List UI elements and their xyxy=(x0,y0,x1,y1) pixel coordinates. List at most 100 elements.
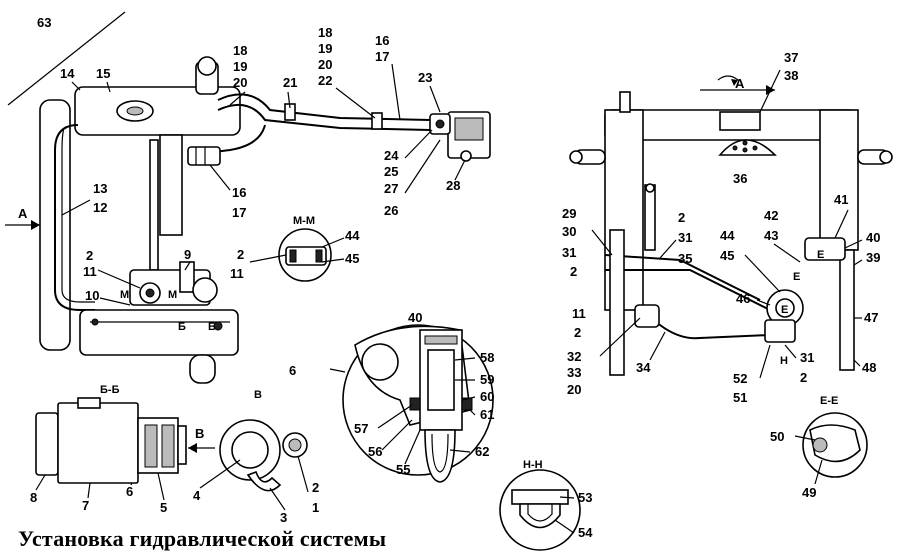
marker-m2: М xyxy=(168,289,177,301)
callout-30: 30 xyxy=(562,224,576,239)
callout-62: 62 xyxy=(475,444,489,459)
callout-1: 1 xyxy=(312,500,319,515)
callout-45b: 45 xyxy=(720,248,734,263)
callout-20b: 20 xyxy=(318,57,332,72)
marker-n1: Н xyxy=(780,355,788,367)
callout-52: 52 xyxy=(733,371,747,386)
callout-27: 27 xyxy=(384,181,398,196)
callout-31a: 31 xyxy=(562,245,576,260)
callout-44b: 44 xyxy=(720,228,735,243)
callout-14: 14 xyxy=(60,66,75,81)
callout-10: 10 xyxy=(85,288,99,303)
callout-2f: 2 xyxy=(574,325,581,340)
callout-18a: 18 xyxy=(233,43,247,58)
callout-54: 54 xyxy=(578,525,593,540)
callout-9: 9 xyxy=(184,247,191,262)
callout-17a: 17 xyxy=(375,49,389,64)
callout-38: 38 xyxy=(784,68,798,83)
section-v-label: В xyxy=(254,389,262,401)
callout-6b: 6 xyxy=(126,484,133,499)
callout-13: 13 xyxy=(93,181,107,196)
callout-20c: 20 xyxy=(567,382,581,397)
callout-51: 51 xyxy=(733,390,747,405)
callout-36: 36 xyxy=(733,171,747,186)
callout-19a: 19 xyxy=(233,59,247,74)
callout-37: 37 xyxy=(784,50,798,65)
callout-41: 41 xyxy=(834,192,848,207)
section-bb-detail xyxy=(35,397,215,484)
callout-28: 28 xyxy=(446,178,460,193)
cylinder-detail xyxy=(342,324,494,483)
marker-e2: Е xyxy=(793,271,800,283)
callout-2a: 2 xyxy=(86,248,93,263)
section-nn-detail xyxy=(499,469,581,551)
callout-4: 4 xyxy=(193,488,201,503)
marker-b1: Б xyxy=(178,321,186,333)
section-mm-detail xyxy=(278,228,345,282)
callout-47: 47 xyxy=(864,310,878,325)
callout-16a: 16 xyxy=(375,33,389,48)
section-ee-label: Е-Е xyxy=(820,395,838,407)
callout-45a: 45 xyxy=(345,251,359,266)
leader-lines xyxy=(35,63,863,534)
callout-2d: 2 xyxy=(570,264,577,279)
callout-56: 56 xyxy=(368,444,382,459)
marker-e1: Е xyxy=(817,249,824,261)
callout-6a: 6 xyxy=(289,363,296,378)
callout-58: 58 xyxy=(480,350,494,365)
callout-3: 3 xyxy=(280,510,287,525)
callout-16b: 16 xyxy=(232,185,246,200)
callout-34: 34 xyxy=(636,360,651,375)
callout-8: 8 xyxy=(30,490,37,505)
callout-2e: 2 xyxy=(678,210,685,225)
callout-labels: 63 14 15 18 19 20 21 18 19 20 22 16 17 2… xyxy=(18,15,880,540)
callout-48: 48 xyxy=(862,360,876,375)
callout-44a: 44 xyxy=(345,228,360,243)
arrow-a-top-label: А xyxy=(735,76,745,91)
callout-20a: 20 xyxy=(233,75,247,90)
callout-59: 59 xyxy=(480,372,494,387)
callout-2g: 2 xyxy=(800,370,807,385)
callout-40a: 40 xyxy=(408,310,422,325)
arrow-v-label: В xyxy=(195,426,204,441)
section-mm-label: М-М xyxy=(293,215,315,227)
left-assembly xyxy=(5,11,491,384)
callout-49: 49 xyxy=(802,485,816,500)
callout-43: 43 xyxy=(764,228,778,243)
marker-m1: М xyxy=(120,289,129,301)
section-bb-label: Б-Б xyxy=(100,384,120,396)
callout-2b: 2 xyxy=(237,247,244,262)
callout-19b: 19 xyxy=(318,41,332,56)
callout-39: 39 xyxy=(866,250,880,265)
callout-21: 21 xyxy=(283,75,297,90)
section-v-detail xyxy=(219,419,308,492)
callout-32: 32 xyxy=(567,349,581,364)
callout-57: 57 xyxy=(354,421,368,436)
callout-53: 53 xyxy=(578,490,592,505)
callout-15: 15 xyxy=(96,66,110,81)
figure-caption: Установка гидравлической системы xyxy=(18,526,387,551)
callout-11a: 11 xyxy=(83,264,97,279)
callout-42: 42 xyxy=(764,208,778,223)
callout-23: 23 xyxy=(418,70,432,85)
callout-11b: 11 xyxy=(230,266,244,281)
callout-22: 22 xyxy=(318,73,332,88)
callout-31c: 31 xyxy=(800,350,814,365)
callout-2c: 2 xyxy=(312,480,319,495)
callout-17b: 17 xyxy=(232,205,246,220)
callout-25: 25 xyxy=(384,164,398,179)
callout-40b: 40 xyxy=(866,230,880,245)
callout-61: 61 xyxy=(480,407,494,422)
marker-e3: Е xyxy=(781,304,788,316)
marker-b2: Б xyxy=(208,321,216,333)
arrow-a-left-label: А xyxy=(18,206,28,221)
callout-11c: 11 xyxy=(572,306,586,321)
callout-33: 33 xyxy=(567,365,581,380)
callout-35: 35 xyxy=(678,251,692,266)
callout-46: 46 xyxy=(736,291,750,306)
callout-55: 55 xyxy=(396,462,410,477)
callout-12: 12 xyxy=(93,200,107,215)
callout-18b: 18 xyxy=(318,25,332,40)
callout-31b: 31 xyxy=(678,230,692,245)
